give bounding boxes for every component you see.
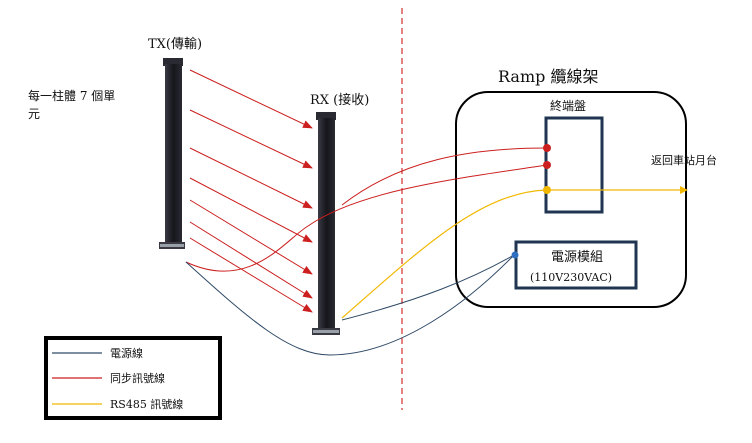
return-label: 返回車站月台 [651,153,717,167]
power-module-dot [511,251,519,259]
power-module-label: 電源模組 [551,250,603,265]
rs485-return-arrow [680,186,688,194]
legend-label-power: 電源線 [110,346,143,360]
beam-note-line2: 元 [28,107,40,121]
tx-label: TX(傳輸) [148,37,202,52]
sync-cable-1 [341,147,548,206]
terminal-panel [544,116,604,214]
terminal-dot-3 [543,186,551,194]
terminal-label: 終端盤 [550,98,586,113]
power-module-spec: (110V230VAC) [530,271,612,284]
power-cable-tx [185,254,515,356]
ramp-title: Ramp 纜線架 [498,67,598,86]
rx-pole [312,112,340,335]
terminal-dot-2 [543,161,551,169]
ramp-cable-tray [455,91,687,308]
legend-label-sync: 同步訊號線 [110,371,165,385]
tx-pole [159,58,185,249]
beam-note-line1: 每一柱體 7 個單 [28,88,115,103]
rs485-cable [341,189,548,319]
sync-cable-2 [185,164,548,272]
legend-label-rs485: RS485 訊號線 [110,397,183,411]
sync-beams [189,69,313,313]
power-cable-rx [341,254,515,321]
legend-box [44,336,222,420]
power-module [514,240,638,290]
rx-label: RX (接收) [310,92,369,108]
legend: 電源線 同步訊號線 RS485 訊號線 [44,336,222,420]
terminal-dot-1 [543,144,551,152]
